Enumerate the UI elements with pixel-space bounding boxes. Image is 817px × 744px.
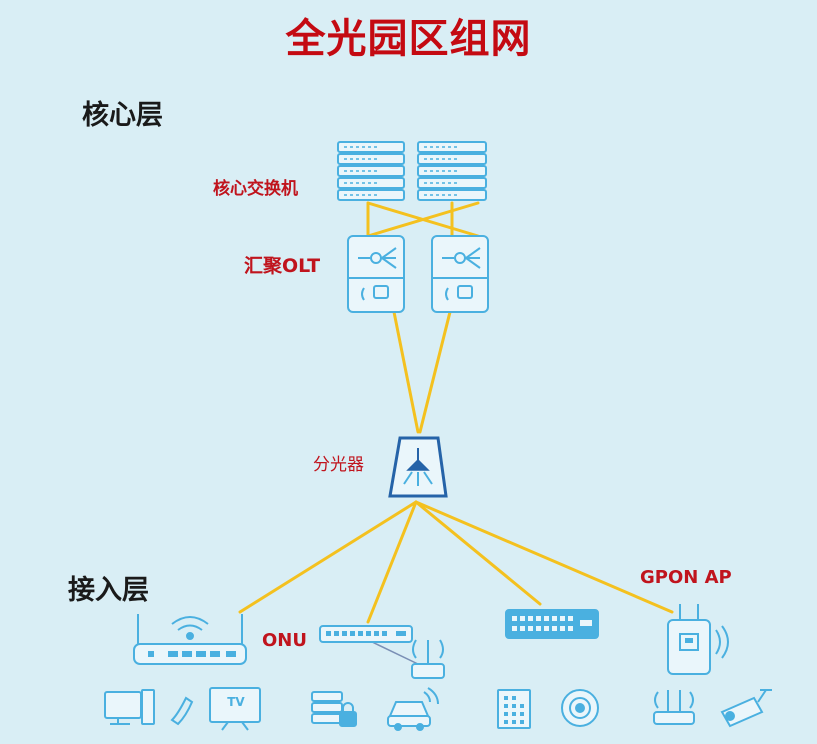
access-layer-label: 接入层: [68, 575, 149, 606]
building-icon: [497, 689, 531, 729]
gear-icon: [561, 689, 599, 727]
splitter-label: 分光器: [313, 455, 364, 475]
core-layer-label: 核心层: [82, 100, 163, 131]
desktop-computer-icon: [104, 689, 155, 725]
olt-right-icon: [431, 235, 489, 313]
fiber-link: [414, 500, 674, 614]
fiber-link: [366, 201, 480, 238]
tv-icon-text: TV: [227, 695, 245, 709]
fiber-link: [414, 500, 542, 606]
wireless-access-point-icon: [653, 690, 695, 725]
fiber-link: [392, 310, 420, 434]
olt-left-icon: [347, 235, 405, 313]
small-wifi-router-icon: [411, 639, 445, 679]
gpon-ap-label: GPON AP: [640, 567, 732, 588]
fiber-links: [238, 201, 674, 624]
security-camera-icon: [720, 689, 772, 728]
fiber-link: [366, 500, 418, 624]
fiber-link: [418, 310, 452, 434]
core-switch-left-icon: [337, 141, 405, 201]
tv-icon: [209, 687, 261, 731]
phone-icon: [170, 696, 194, 726]
car-icon: [387, 687, 439, 731]
onu-ethernet-link: [367, 639, 421, 666]
core-switch-label: 核心交换机: [213, 179, 298, 199]
olt-label: 汇聚OLT: [244, 255, 321, 277]
gpon-ap-icon: [667, 604, 729, 675]
page-title: 全光园区组网: [285, 16, 532, 62]
splitter-icon: [388, 436, 448, 498]
core-switch-right-icon: [417, 141, 487, 201]
wifi-router-icon: [133, 614, 247, 665]
fiber-link: [238, 500, 418, 614]
onu-label: ONU: [262, 630, 307, 651]
onu-icon: [319, 625, 413, 643]
server-lock-icon: [311, 691, 357, 727]
access-switch-icon: [505, 609, 599, 639]
